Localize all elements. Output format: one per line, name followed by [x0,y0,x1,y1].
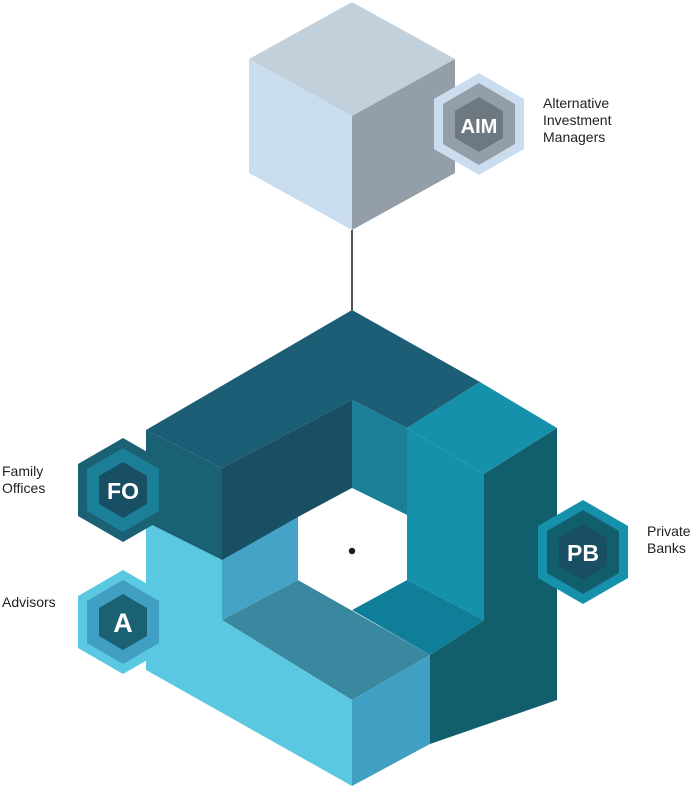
ring-inner-back-wall [222,400,352,580]
pb-label-line-2: Banks [647,540,686,556]
aim-label: Alternative Investment Managers [543,95,612,145]
ring-structure [146,310,557,786]
ring-inner-lower-right [352,580,484,655]
ring-bottom-right-front [352,655,430,786]
pb-label-line-1: Private [647,523,691,539]
fo-label-line-2: Offices [2,480,45,496]
a-badge: A [78,570,168,674]
ring-bottom-left-front [146,522,352,786]
pb-badge: PB [538,500,628,604]
ring-inner-left-wall [222,517,298,620]
fo-badge-inner [99,462,147,518]
aim-cube-right-face [352,59,455,230]
a-badge-inner [99,594,147,650]
ring-right-side [430,428,557,744]
connector-endpoint [348,547,356,555]
aim-badge-text: AIM [461,116,498,138]
aim-cube [249,2,455,230]
fo-badge: FO [78,438,168,542]
fo-label-line-1: Family [2,463,43,479]
fo-badge-text: FO [107,478,139,504]
ring-bottom-inner-face [222,580,430,700]
ring-top-face [146,310,480,468]
a-label-line-1: Advisors [2,594,56,610]
pb-badge-inner [559,524,607,580]
fo-label: Family Offices [2,463,45,496]
aim-cube-left-face [249,59,352,230]
pb-badge-text: PB [567,540,599,566]
a-label: Advisors [2,594,56,610]
aim-label-line-3: Managers [543,129,605,145]
ring-right-front [407,428,484,620]
aim-badge-inner [455,97,503,152]
aim-label-line-2: Investment [543,112,612,128]
ring-inner-back-right [352,400,407,515]
ring-right-top-face [407,382,557,474]
aim-label-line-1: Alternative [543,95,609,111]
a-badge-text: A [113,608,133,638]
aim-badge: AIM [434,73,524,175]
pb-label: Private Banks [647,523,691,556]
